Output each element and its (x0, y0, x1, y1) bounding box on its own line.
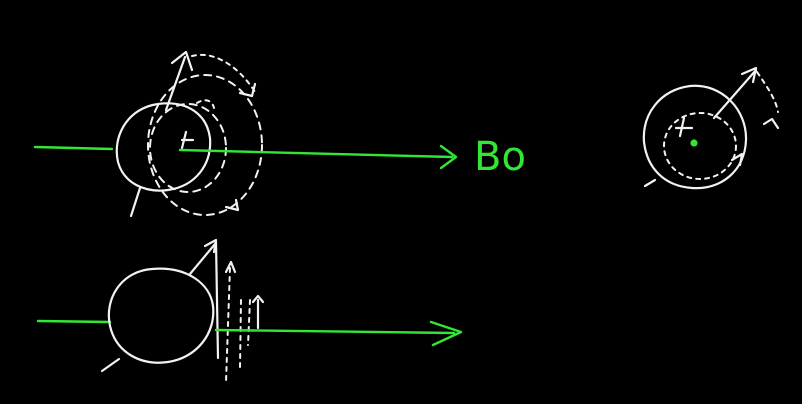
sphere-top-left (115, 102, 212, 192)
tail-line-right (643, 178, 657, 188)
spin-axis-arrowhead-right (740, 66, 758, 84)
precession-arrowhead-right (762, 117, 780, 130)
spin-axis-top-left (164, 55, 187, 112)
dashed-vertical-1 (225, 267, 231, 383)
field-line-bottom-main (214, 328, 456, 335)
precession-arrowhead-right-bottom (730, 152, 744, 167)
dashed-vertical-2 (239, 299, 242, 369)
dashed-inner-tick (196, 99, 215, 109)
dashed-vertical-arrow-1 (224, 260, 237, 274)
top-left-sphere-group: Bo (33, 50, 526, 218)
dashed-vertical-3 (247, 299, 251, 346)
field-label: Bo (474, 134, 526, 180)
precession-arrowhead-bottom (224, 198, 240, 212)
field-line-bottom-left-stub (36, 319, 112, 324)
dashed-circle-right (663, 112, 737, 180)
small-axis-mark-right (674, 116, 694, 138)
sphere-right (642, 84, 748, 190)
spin-axis-arrowhead-top-left (170, 50, 194, 72)
dashed-precession-outer (147, 74, 263, 216)
dashed-arc-top (191, 53, 256, 93)
spin-axis-bottom-left (188, 242, 217, 276)
bottom-left-sphere-group (36, 238, 463, 383)
spin-axis-arrowhead-bottom-left (203, 238, 218, 254)
dashed-precession-inner (149, 103, 227, 193)
tail-line-top-left (129, 186, 142, 218)
vertical-axis-bottom (214, 240, 220, 360)
dashed-vertical-arrow-4 (251, 294, 265, 304)
field-arrowhead-bottom (429, 320, 463, 347)
field-arrowhead-top (439, 144, 458, 170)
sphere-bottom-left (107, 267, 215, 364)
field-dot-right (690, 139, 698, 147)
precession-arrowhead-top (238, 82, 257, 98)
field-line-top-main (178, 148, 454, 159)
field-line-top-left-stub (33, 145, 114, 151)
right-sphere-group (642, 66, 780, 190)
spin-axis-right (712, 68, 758, 120)
tail-line-bottom-left (100, 357, 121, 373)
dashed-arc-right-outer (756, 71, 779, 113)
small-axis-mark-top-left (180, 130, 195, 150)
